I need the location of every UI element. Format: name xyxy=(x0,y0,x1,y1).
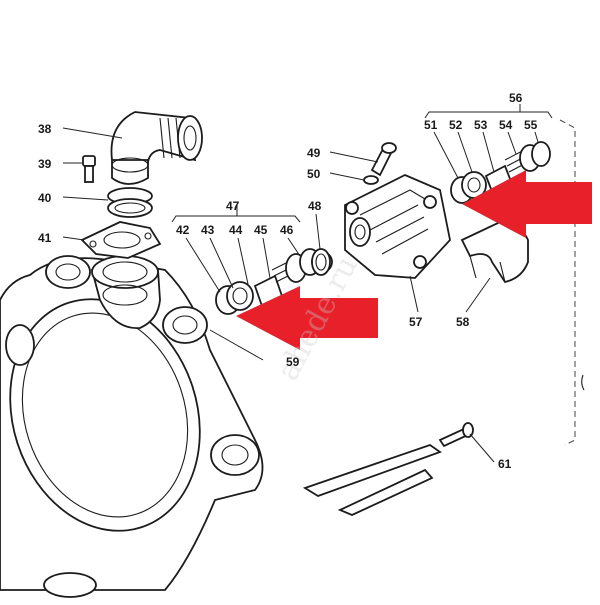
o-ring-48 xyxy=(311,248,331,276)
callout-53: 53 xyxy=(474,118,488,132)
callout-52: 52 xyxy=(449,118,463,132)
callout-43: 43 xyxy=(201,223,215,237)
callout-61: 61 xyxy=(498,457,512,471)
screw-39 xyxy=(82,155,96,183)
bolt-49 xyxy=(370,142,397,177)
valve-cover-57 xyxy=(344,174,451,279)
flange-plate-41 xyxy=(80,221,162,259)
callout-50: 50 xyxy=(307,167,321,181)
callout-54: 54 xyxy=(499,118,513,132)
callout-51: 51 xyxy=(424,118,438,132)
callout-47: 47 xyxy=(226,199,240,213)
bracket-rods-61 xyxy=(302,422,474,516)
callout-38: 38 xyxy=(38,122,52,136)
callout-42: 42 xyxy=(176,223,190,237)
callout-41: 41 xyxy=(38,231,52,245)
callout-48: 48 xyxy=(308,199,322,213)
washer-50 xyxy=(363,175,379,185)
callout-40: 40 xyxy=(38,191,52,205)
frame-detail xyxy=(581,374,585,391)
frame-edge xyxy=(559,119,576,446)
red-arrow-icon xyxy=(462,170,592,238)
callout-49: 49 xyxy=(307,146,321,160)
leader-lines xyxy=(62,104,553,463)
callout-44: 44 xyxy=(229,223,243,237)
callout-58: 58 xyxy=(456,315,470,329)
callout-39: 39 xyxy=(38,157,52,171)
red-arrow-icon xyxy=(236,286,378,350)
o-ring-40 xyxy=(107,187,153,218)
callout-labels: 38 39 40 41 47 42 43 44 45 46 48 49 50 5… xyxy=(38,91,538,471)
pump-housing-59 xyxy=(0,255,264,598)
callout-46: 46 xyxy=(280,223,294,237)
elbow-fitting-38 xyxy=(110,111,203,185)
callout-55: 55 xyxy=(524,118,538,132)
callout-45: 45 xyxy=(254,223,268,237)
callout-57: 57 xyxy=(409,315,423,329)
callout-59: 59 xyxy=(286,355,300,369)
callout-56: 56 xyxy=(509,91,523,105)
